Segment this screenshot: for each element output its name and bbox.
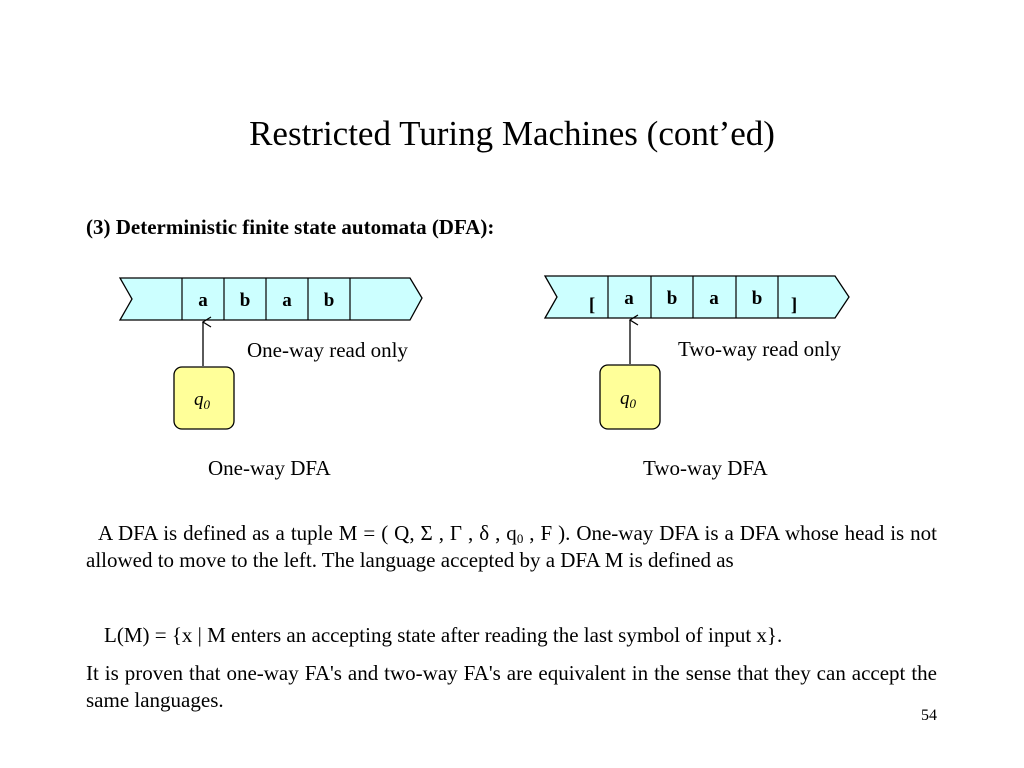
tape-symbol: a	[198, 290, 208, 311]
tape-body	[118, 277, 423, 321]
tape-symbol: b	[667, 288, 678, 309]
tape-symbol: b	[752, 288, 763, 309]
language-definition: L(M) = {x | M enters an accepting state …	[104, 623, 783, 647]
mode-label: One-way read only	[247, 338, 408, 362]
diagram-caption: Two-way DFA	[643, 456, 769, 480]
state-box	[599, 364, 661, 430]
one-way-tape: a b a b	[118, 277, 423, 321]
slide-title: Restricted Turing Machines (cont’ed)	[249, 114, 775, 153]
definition-subscript: 0	[516, 531, 524, 546]
two-way-tape: [ a b a b ]	[543, 275, 850, 319]
tape-body	[543, 275, 850, 319]
right-endmarker: ]	[791, 295, 797, 316]
dfa-definition-paragraph: A DFA is defined as a tuple M = ( Q, Σ ,…	[86, 520, 937, 574]
mode-label: Two-way read only	[678, 337, 841, 361]
tape-symbol: a	[282, 290, 292, 311]
equivalence-paragraph: It is proven that one-way FA's and two-w…	[86, 661, 937, 712]
definition-text-part1: A DFA is defined as a tuple M = ( Q, Σ ,…	[98, 521, 517, 545]
state-label: q0	[194, 389, 211, 412]
tape-symbol: a	[709, 288, 719, 309]
tape-symbol: a	[624, 288, 634, 309]
tape-symbol: b	[240, 290, 251, 311]
left-endmarker: [	[589, 295, 595, 316]
diagram-caption: One-way DFA	[208, 456, 332, 480]
definition-text-part2: , F ). One-way DFA is a DFA whose head i…	[86, 521, 938, 572]
state-box	[173, 366, 235, 430]
page-number: 54	[921, 707, 937, 724]
state-label: q0	[620, 388, 637, 411]
tape-symbol: b	[324, 290, 335, 311]
section-heading: (3) Deterministic finite state automata …	[86, 215, 495, 239]
